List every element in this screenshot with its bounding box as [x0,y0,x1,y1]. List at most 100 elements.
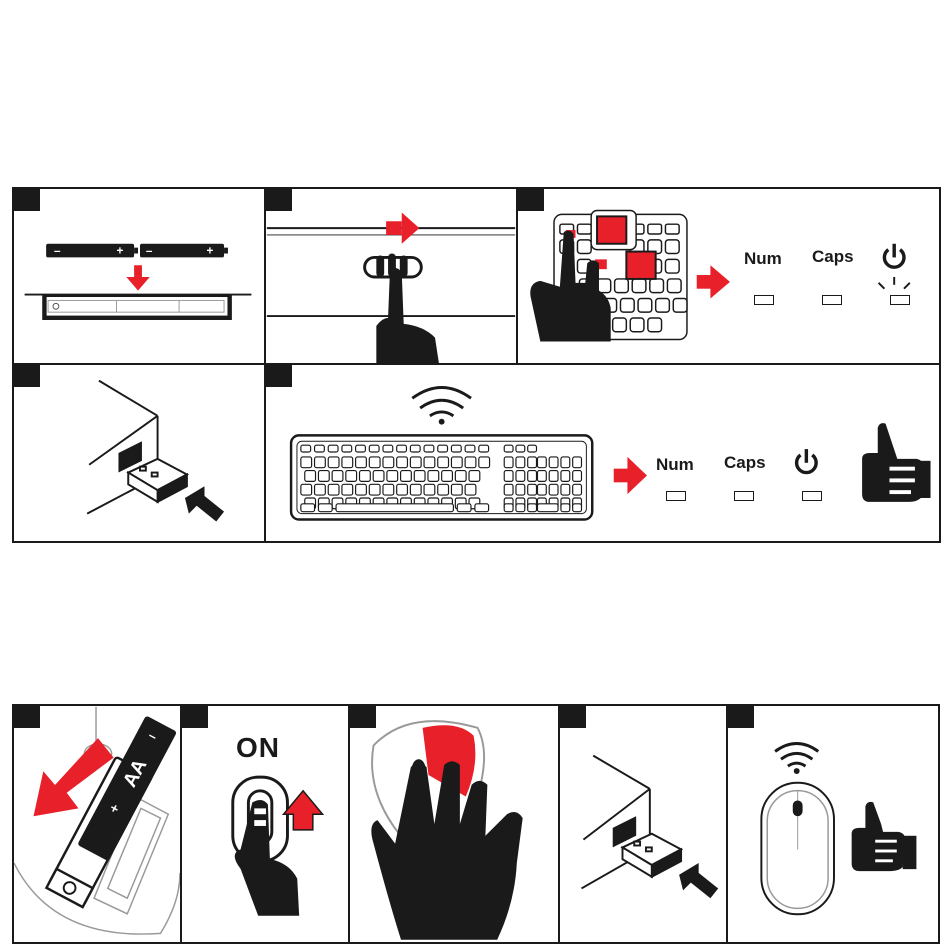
key [346,471,357,482]
key [315,484,326,495]
key [305,471,316,482]
highlighted-key [626,252,655,279]
key [397,457,408,468]
mouse-step-3-panel [348,704,560,944]
key [528,504,537,512]
key [457,504,471,512]
key [315,445,325,452]
key [451,457,462,468]
num-indicator-label: Num [656,455,694,475]
key [369,445,379,452]
keyboard-step-2-panel [264,187,518,365]
mouse-step-1-panel: AA AA – + [12,704,182,944]
blinking-light-icon [879,277,910,289]
key [301,457,312,468]
key [516,445,525,452]
key [438,457,449,468]
connected-mouse-illustration [728,706,938,942]
keyboard-step-4-panel [12,363,266,543]
key [410,484,421,495]
key [573,484,582,495]
key [424,484,435,495]
key [342,445,352,452]
key [504,445,513,452]
key [424,445,434,452]
key [301,445,311,452]
power-led [890,295,910,305]
key [573,471,582,482]
svg-text:+: + [206,244,213,257]
thumbs-up-icon [852,802,917,871]
caps-led [734,491,754,501]
keyboard-step-3-panel: Num Caps [516,187,941,365]
usb-receiver-icon [622,834,681,877]
key [442,471,453,482]
thumbs-up-icon [862,423,930,502]
key [410,457,421,468]
mouse-icon [761,783,834,914]
key [528,445,537,452]
mouse-pairing-illustration [350,706,558,942]
down-arrow-icon [126,265,149,290]
key [315,457,326,468]
right-arrow-icon [614,457,647,494]
mouse-step-2-panel: ON [180,704,350,944]
key [451,484,462,495]
right-arrow-icon [697,265,730,298]
key [356,445,366,452]
key [360,471,371,482]
key [332,471,343,482]
battery-icon: – + [140,244,228,258]
key [428,471,439,482]
mouse-switch-illustration [182,706,348,942]
key [479,445,489,452]
highlighted-key [597,216,626,243]
key [504,457,513,468]
key [561,484,570,495]
key [549,484,558,495]
key [561,504,570,512]
power-led [802,491,822,501]
key [383,457,394,468]
battery-install-illustration: – + – + [14,189,264,363]
mouse-receiver-illustration [560,706,726,942]
power-switch-illustration [266,189,516,363]
key [328,484,339,495]
key [301,484,312,495]
key [301,504,315,512]
key [328,457,339,468]
key [528,484,537,495]
key [516,471,525,482]
key [549,457,558,468]
key [504,471,513,482]
battery-compartment [42,295,232,320]
black-arrow-icon [679,863,718,898]
key [528,471,537,482]
key [383,445,393,452]
key [342,484,353,495]
key [537,504,558,512]
key [479,457,490,468]
key [475,504,489,512]
caps-indicator-label: Caps [812,247,854,267]
key [356,484,367,495]
wifi-icon [412,387,471,424]
key [465,445,475,452]
num-indicator-label: Num [744,249,782,269]
key [465,457,476,468]
num-led [754,295,774,305]
mouse-step-4-panel [558,704,728,944]
power-icon [884,244,904,267]
key [369,457,380,468]
key [397,445,407,452]
key [549,471,558,482]
key [504,504,513,512]
key [356,457,367,468]
key [342,457,353,468]
key [383,484,394,495]
key [516,504,525,512]
up-arrow-icon [284,791,323,830]
right-arrow-icon [386,212,419,243]
key [387,471,398,482]
caps-led [822,295,842,305]
